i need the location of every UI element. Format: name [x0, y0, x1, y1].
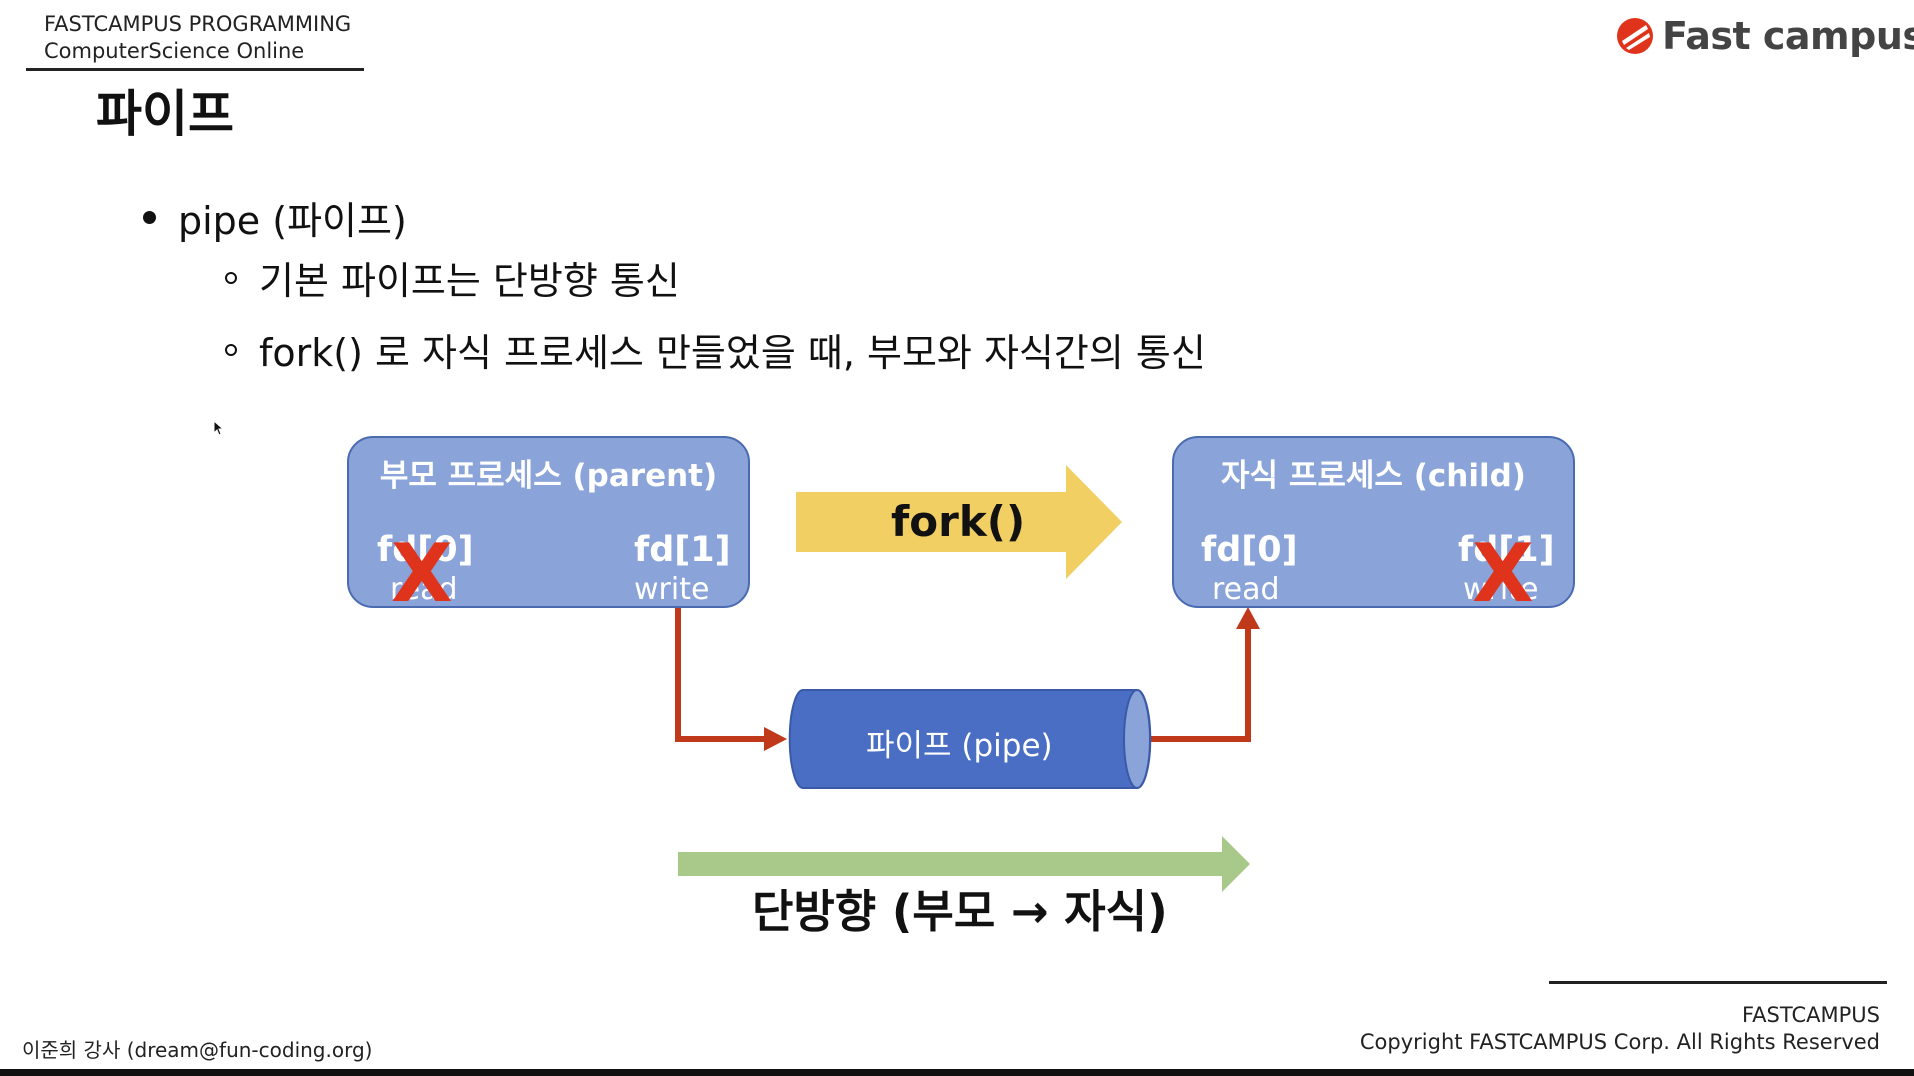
parent-to-pipe-arrowhead	[764, 727, 787, 751]
pipe-to-child-arrowhead	[1236, 607, 1260, 629]
fork-arrow	[796, 465, 1122, 579]
parent-fd1-label: fd[1]	[634, 530, 731, 570]
bullet-sub-1: 기본 파이프는 단방향 통신	[225, 250, 680, 305]
bullet-sub-2: fork() 로 자식 프로세스 만들었을 때, 부모와 자식간의 통신	[225, 322, 1206, 377]
direction-arrow	[678, 836, 1250, 892]
bullet-dot-icon	[143, 211, 156, 224]
child-process-title: 자식 프로세스 (child)	[1221, 458, 1526, 494]
parent-process-title: 부모 프로세스 (parent)	[379, 458, 718, 494]
child-process-box	[1172, 436, 1575, 608]
fastcampus-logo: Fast campus	[1616, 14, 1914, 58]
footer-rule	[1549, 981, 1887, 984]
bottom-bar	[0, 1069, 1914, 1076]
parent-fd0-label: fd[0]	[377, 530, 474, 570]
bullet-ring-icon	[225, 271, 237, 284]
footer-company: FASTCAMPUS	[1742, 1003, 1880, 1027]
bullet-sub-2-text: fork() 로 자식 프로세스 만들었을 때, 부모와 자식간의 통신	[259, 331, 1206, 375]
parent-fd0-sub: read	[390, 572, 458, 607]
fork-label: fork()	[891, 497, 1026, 546]
fastcampus-logo-icon	[1617, 18, 1653, 54]
direction-label: 단방향 (부모 → 자식)	[752, 885, 1168, 938]
parent-to-pipe-arrow	[675, 607, 768, 742]
child-closed-x-icon: X	[1472, 527, 1534, 620]
header-line-1: FASTCAMPUS PROGRAMMING	[44, 12, 352, 36]
logo-text: Fast campus	[1662, 14, 1914, 58]
child-fd1-sub: write	[1463, 572, 1539, 607]
child-fd0-sub: read	[1212, 572, 1280, 607]
footer-copyright: Copyright FASTCAMPUS Corp. All Rights Re…	[1359, 1030, 1880, 1054]
page-title: 파이프	[96, 85, 234, 143]
child-fd1-label: fd[1]	[1458, 530, 1555, 570]
pipe-cylinder-end	[1123, 689, 1151, 789]
bullet-main: pipe (파이프)	[143, 190, 407, 245]
parent-process-box	[347, 436, 750, 608]
header-line-2: ComputerScience Online	[44, 39, 305, 63]
mouse-cursor-icon	[213, 420, 225, 436]
bullet-ring-icon	[225, 343, 237, 356]
header-rule	[26, 68, 364, 71]
child-fd0-label: fd[0]	[1201, 530, 1298, 570]
parent-closed-x-icon: X	[391, 527, 453, 620]
bullet-main-text: pipe (파이프)	[178, 199, 407, 243]
bullet-sub-1-text: 기본 파이프는 단방향 통신	[259, 259, 680, 303]
pipe-label: 파이프 (pipe)	[866, 728, 1053, 764]
parent-fd1-sub: write	[634, 572, 710, 607]
pipe-to-child-arrow	[1148, 625, 1251, 742]
footer-instructor: 이준희 강사 (dream@fun-coding.org)	[22, 1038, 373, 1062]
